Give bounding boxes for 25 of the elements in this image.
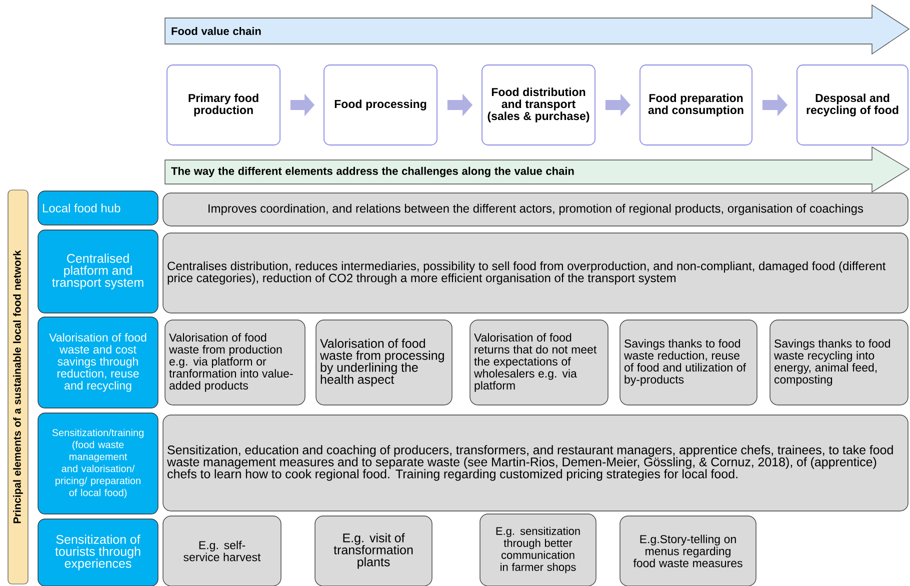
description-box: E.g.Story-telling on menus regarding food waste measures [620, 516, 756, 586]
description-box: Valorisation of food returns that do not meet the expectations of wholesalers e.g. via platform [470, 320, 608, 406]
element-box: Local food hub [38, 190, 158, 226]
stage-box: Desposal and recycling of food [796, 64, 908, 146]
description-box: Valorisation of food waste from processing by underlining the health aspect [316, 320, 452, 406]
vertical-label-band: Principal elements of a sustainable local food network [8, 190, 28, 584]
stage-box: Food distribution and transport (sales & purchase) [482, 64, 596, 146]
stage-box: Food preparation and consumption [640, 64, 752, 146]
description-box: E.g. visit of transformation plants [314, 516, 432, 586]
element-box: Valorisation of food waste and cost savings through reduction, reuse and recycling [38, 316, 158, 408]
description-box: Savings thanks to food waste recycling into energy, animal feed, composting [770, 320, 908, 406]
heading-band: Food value chain [164, 4, 910, 55]
description-box: Improves coordination, and relations between the different actors, promotion of regional products, organisation of coachings [162, 192, 908, 226]
stage-box: Food processing [324, 64, 438, 146]
heading-band: The way the different elements address the challenges along the value chain [164, 146, 910, 193]
description-box: Sensitization, education and coaching of producers, transformers, and restaurant managers, apprentice chefs, trainees, to take food waste management measures and to separate waste (see Martin-Rios, Demen-Meier, Gössling, & Cornuz, 2018), of (apprentice) chefs to learn how to cook regional food. Training regarding customized pricing strategies for local food. [162, 414, 908, 512]
element-box: Sensitization of tourists through experiences [38, 518, 158, 586]
stage-box: Primary food production [166, 64, 280, 146]
description-box: Valorisation of food waste from production e.g. via platform or tranformation into value-added products [164, 320, 306, 406]
description-box: E.g. sensitization through better communication in farmer shops [480, 514, 596, 586]
description-box: Savings thanks to food waste reduction, reuse of food and utilization of by-products [620, 320, 758, 406]
description-box: E.g. self-service harvest [162, 516, 282, 586]
element-box: Centralised platform and transport system [38, 230, 158, 314]
description-box: Centralises distribution, reduces intermediaries, possibility to sell food from overproduction, and non-compliant, damaged food (different price categories), reduction of CO2 through a more efficient organisation of the transport system [162, 232, 908, 314]
element-box: Sensitization/training (food waste management and valorisation/ pricing/ preparation of local food) [38, 412, 158, 514]
